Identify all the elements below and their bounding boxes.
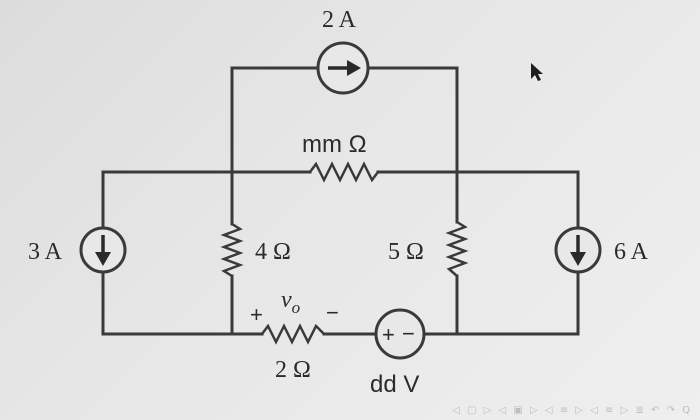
current-source-top bbox=[316, 41, 370, 95]
arrow-right-icon bbox=[347, 60, 361, 76]
label-top-resistor: mm Ω bbox=[302, 131, 367, 158]
label-vo-plus: + bbox=[250, 302, 263, 327]
arrow-down-icon bbox=[95, 252, 111, 266]
label-vo-minus: − bbox=[326, 300, 339, 325]
label-bottom-resistor: 2 Ω bbox=[275, 357, 311, 383]
circuit-wires bbox=[101, 66, 580, 336]
resistor-4-ohm bbox=[220, 222, 244, 278]
label-vo: vo bbox=[281, 287, 300, 317]
resistor-mm-ohm bbox=[309, 161, 379, 183]
voltage-source-minus: − bbox=[402, 321, 415, 346]
voltage-source-plus: + bbox=[382, 322, 395, 347]
voltage-source: + − bbox=[374, 308, 426, 360]
current-source-left bbox=[79, 226, 127, 274]
label-right-resistor: 5 Ω bbox=[388, 239, 424, 265]
label-top-source: 2 A bbox=[322, 7, 357, 33]
label-voltage-source: dd V bbox=[370, 371, 419, 398]
mouse-pointer-icon bbox=[531, 63, 543, 81]
label-right-source: 6 A bbox=[614, 239, 649, 265]
label-left-source: 3 A bbox=[28, 239, 63, 265]
viewer-nav-controls[interactable]: ◁ ▢ ▷ ◁ ▣ ▷ ◁ ≡ ▷ ◁ ≡ ▷ ≣ ↶ ↷ Q bbox=[452, 405, 692, 416]
label-left-resistor: 4 Ω bbox=[255, 239, 291, 265]
arrow-down-icon bbox=[570, 252, 586, 266]
resistor-2-ohm bbox=[261, 323, 325, 345]
resistor-5-ohm bbox=[445, 220, 469, 277]
current-source-right bbox=[554, 226, 602, 274]
